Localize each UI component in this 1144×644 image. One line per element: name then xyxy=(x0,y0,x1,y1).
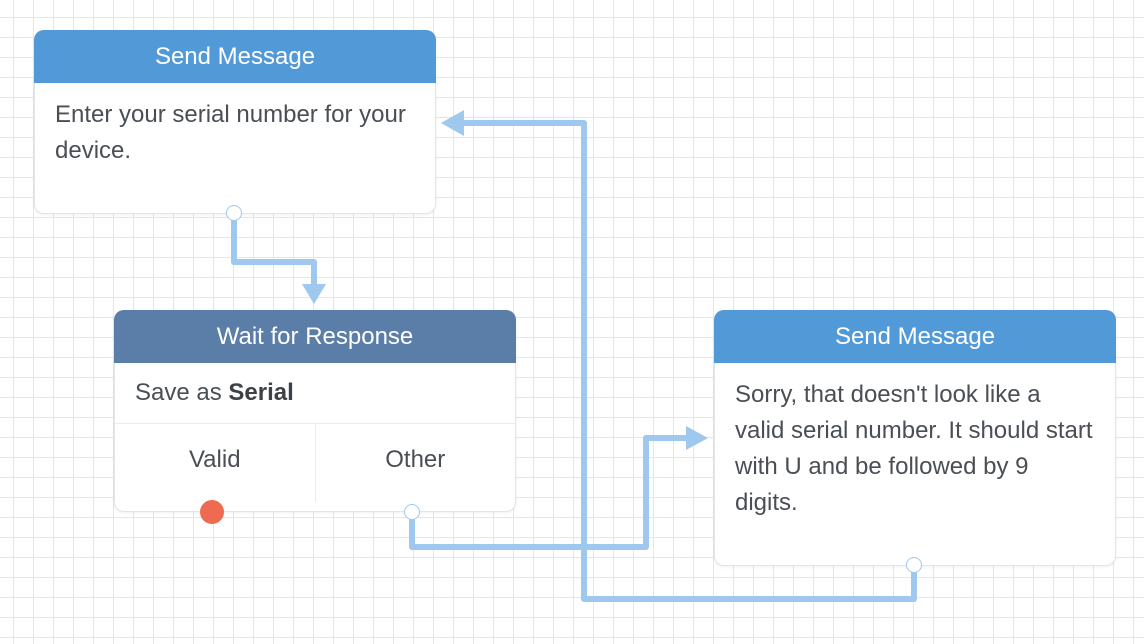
wait-for-response-node[interactable]: Wait for Response Save as Serial Valid O… xyxy=(114,310,516,512)
node-message: Enter your serial number for your device… xyxy=(55,101,406,164)
exit-port-other[interactable] xyxy=(404,504,420,520)
connector-other-to-invalid[interactable] xyxy=(409,435,695,550)
branch-other[interactable]: Other xyxy=(314,424,516,502)
arrowhead-wait xyxy=(302,284,326,304)
arrowhead-serial xyxy=(441,110,464,136)
send-message-node-serial[interactable]: Send Message Enter your serial number fo… xyxy=(34,30,436,214)
connector-invalid-to-serial[interactable] xyxy=(455,120,917,602)
node-header: Send Message xyxy=(714,310,1116,363)
connector-send-to-wait[interactable] xyxy=(231,214,317,290)
save-prefix: Save as xyxy=(135,379,222,406)
exit-port-valid-unconnected[interactable] xyxy=(200,500,224,524)
send-message-node-invalid[interactable]: Send Message Sorry, that doesn't look li… xyxy=(714,310,1116,566)
node-message: Sorry, that doesn't look like a valid se… xyxy=(735,381,1093,516)
node-header: Send Message xyxy=(34,30,436,83)
save-as-label: Save as Serial xyxy=(115,363,515,424)
arrowhead-invalid xyxy=(686,426,708,450)
branch-row: Valid Other xyxy=(115,424,515,502)
save-variable: Serial xyxy=(228,379,294,406)
node-header: Wait for Response xyxy=(114,310,516,363)
exit-port-serial[interactable] xyxy=(226,205,242,221)
branch-valid[interactable]: Valid xyxy=(188,446,241,473)
exit-port-invalid[interactable] xyxy=(906,557,922,573)
